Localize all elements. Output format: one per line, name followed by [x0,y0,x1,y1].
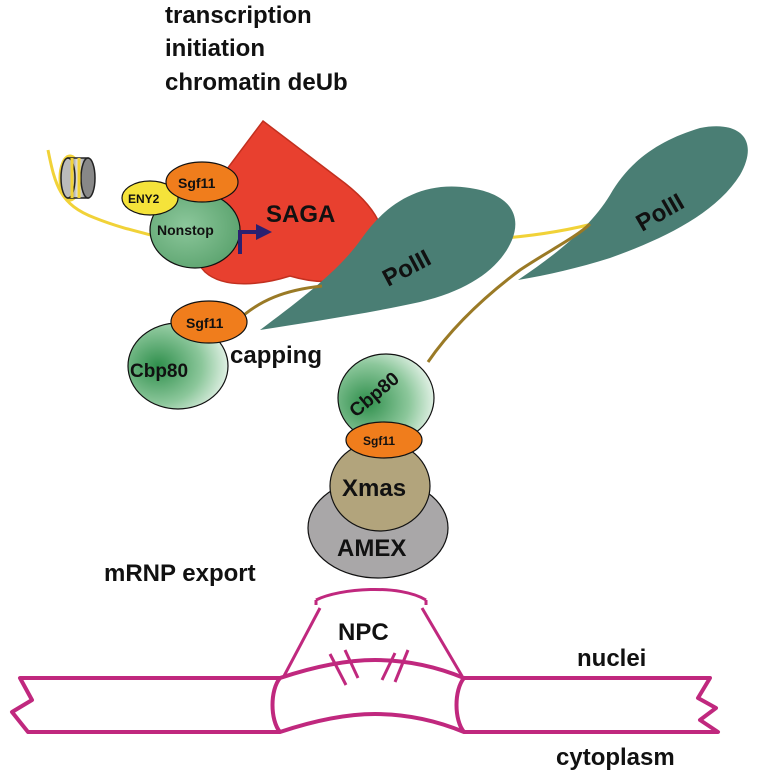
cbp80-left-label: Cbp80 [130,361,188,382]
sgf11-top-label: Sgf11 [178,175,216,191]
nonstop-label: Nonstop [157,222,214,238]
dna-strand [46,149,171,242]
saga-label: SAGA [266,201,335,228]
nuclear-envelope [10,658,720,734]
sgf11-mid-subunit [170,300,248,344]
nuclei-label: nuclei [577,645,646,672]
transcription-start-arrow-icon [238,224,272,254]
header-transcription: transcription [165,2,312,29]
rna-strand-2 [426,222,592,363]
header-chromatin-deub: chromatin deUb [165,69,348,96]
cytoplasm-label: cytoplasm [556,744,675,771]
sgf11-small-label: Sgf11 [363,434,395,448]
sgf11-top-subunit [165,161,239,203]
capping-label: capping [230,342,322,369]
eny2-label: ENY2 [128,192,160,206]
mrnp-export-label: mRNP export [104,560,256,587]
nucleosome-icon [58,154,96,202]
sgf11-mid-label: Sgf11 [186,315,224,331]
header-initiation: initiation [165,35,265,62]
xmas-label: Xmas [342,475,406,502]
eny2-subunit [121,180,179,216]
npc-structure [282,587,464,686]
polii-blob-1 [260,186,516,330]
polii-blob-2 [518,126,748,281]
sgf11-small-subunit [345,421,423,459]
npc-label: NPC [338,619,389,646]
amex-label: AMEX [337,535,406,562]
